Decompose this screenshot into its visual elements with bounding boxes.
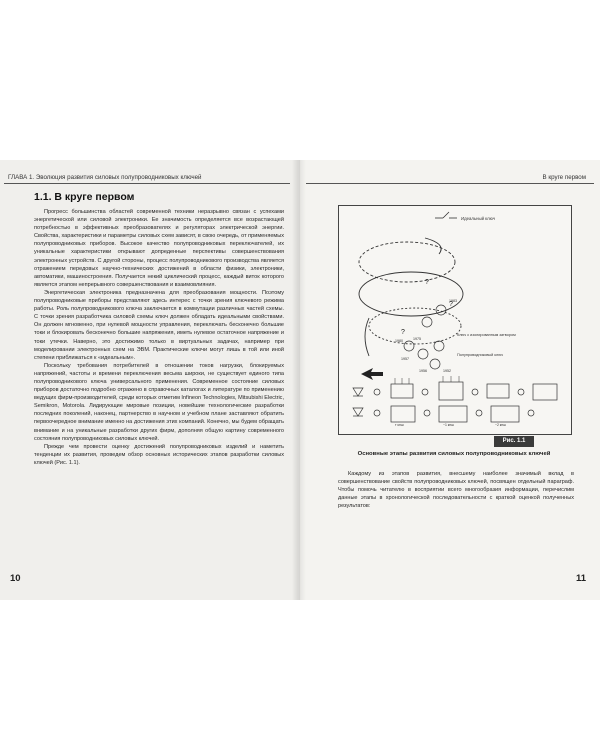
ideal-key-label: Идеальный ключ [461,216,495,221]
year-label: 1952 [443,369,451,373]
running-head-left: ГЛАВА 1. Эволюция развития силовых полуп… [8,174,202,181]
development-spiral [358,237,464,357]
thyristor-label: ~1 кнш [443,423,454,427]
page-number-left: 10 [10,573,21,584]
left-page: ГЛАВА 1. Эволюция развития силовых полуп… [0,160,298,600]
header-rule-left [4,183,290,184]
year-label: 1983 [449,299,457,303]
package-pins [394,376,460,384]
paragraph: Прогресс большинства областей современно… [34,209,284,288]
figure-caption: Основные этапы развития силовых полупров… [357,451,551,457]
figure-label: Рис. 1.1 [494,436,534,447]
year-label: 1980 [395,339,403,343]
paragraph: Поскольку требования потребителей в отно… [34,362,284,442]
paragraph: Энергетическая электроника предназначена… [34,289,284,361]
device-row-1 [352,381,558,401]
running-head-right: В круге первом [542,174,586,181]
right-body-text: Каждому из этапов развития, внесшему наи… [338,470,574,510]
ideal-key-symbol: Идеальный ключ [435,211,495,221]
semiconductor-key-label: Полупроводниковый ключ [457,353,503,357]
paragraph: Прежде чем провести оценку достижений по… [34,443,284,466]
header-rule-right [306,183,594,184]
device-symbols [403,304,447,370]
figure-diagram: Идеальный ключ ? ? ? [352,211,558,427]
book-spread: ГЛАВА 1. Эволюция развития силовых полуп… [0,160,600,600]
thyristor-label: ~2 кнш [495,423,506,427]
question-mark: ? [449,301,453,308]
year-label: 1956 [419,369,427,373]
right-page: В круге первом Идеальный ключ [298,160,600,600]
figure-1-1: Идеальный ключ ? ? ? [338,205,572,435]
left-body-text: Прогресс большинства областей современно… [34,208,284,467]
paragraph: Каждому из этапов развития, внесшему наи… [338,471,574,510]
year-label: 1957 [401,357,409,361]
question-mark: ? [401,329,405,336]
arrow-icon [361,368,383,380]
thyristor-label: т кнш [395,423,404,427]
iso-gate-key-label: Ключ с изолированным затвором [457,333,516,337]
section-title: 1.1. В круге первом [34,191,135,203]
year-label: 1975 [413,337,421,341]
page-number-right: 11 [575,573,586,584]
device-row-2 [352,405,535,423]
book-gutter [292,160,306,600]
question-mark: ? [425,279,429,286]
